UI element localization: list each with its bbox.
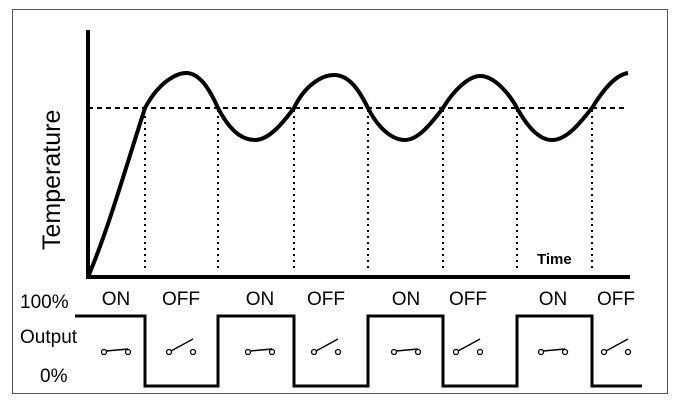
switching-lines — [144, 110, 593, 270]
switch-icons — [100, 338, 632, 356]
state-label: ON — [539, 289, 568, 310]
switch-open-icon — [600, 338, 632, 356]
output-high-label: 100% — [20, 292, 69, 313]
output-square-wave — [75, 314, 642, 388]
switch-open-icon — [452, 338, 484, 356]
switch-closed-icon — [390, 348, 422, 356]
output-axis-label: Output — [20, 327, 78, 348]
state-label: OFF — [162, 289, 200, 310]
temperature-curve — [86, 70, 629, 278]
state-label: ON — [392, 289, 421, 310]
y-axis-label: Temperature — [38, 110, 66, 250]
switch-closed-icon — [100, 348, 132, 356]
switch-open-icon — [165, 338, 197, 356]
state-label: OFF — [597, 289, 635, 310]
diagram-frame — [12, 9, 668, 394]
state-label: OFF — [449, 289, 487, 310]
output-low-label: 0% — [40, 366, 68, 387]
switch-closed-icon — [244, 348, 276, 356]
switch-open-icon — [310, 338, 342, 356]
x-axis-label: Time — [537, 251, 572, 268]
state-label: OFF — [307, 289, 345, 310]
state-labels: ON OFF ON OFF ON OFF ON OFF — [102, 289, 635, 310]
state-label: ON — [102, 289, 131, 310]
switch-closed-icon — [537, 348, 569, 356]
state-label: ON — [246, 289, 275, 310]
